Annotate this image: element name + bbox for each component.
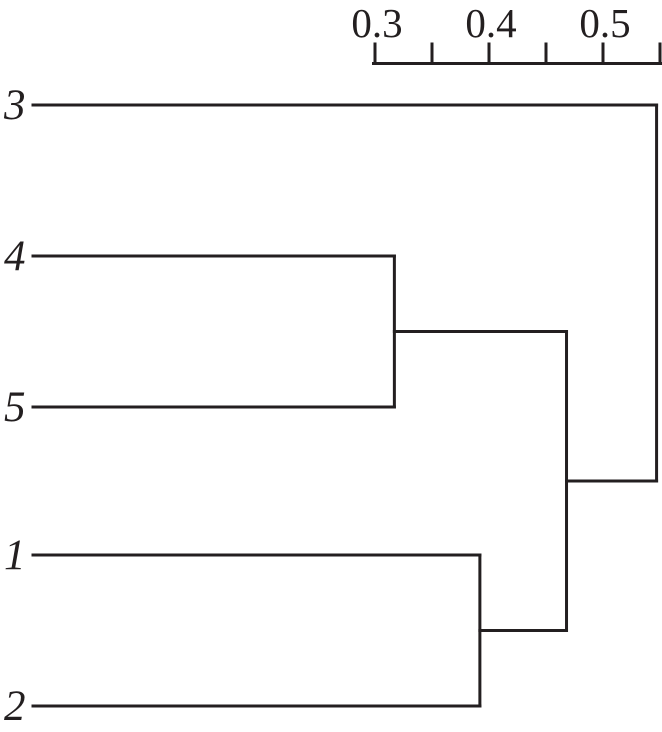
leaf-label-5: 5 (4, 384, 26, 431)
axis-tick-label: 0.4 (465, 0, 516, 46)
axis-tick-label: 0.5 (579, 0, 630, 46)
leaf-label-4: 4 (4, 233, 26, 280)
leaf-label-3: 3 (3, 82, 26, 129)
axis-tick-label: 0.3 (351, 0, 402, 46)
leaf-label-1: 1 (4, 532, 26, 579)
leaf-label-2: 2 (4, 683, 26, 730)
